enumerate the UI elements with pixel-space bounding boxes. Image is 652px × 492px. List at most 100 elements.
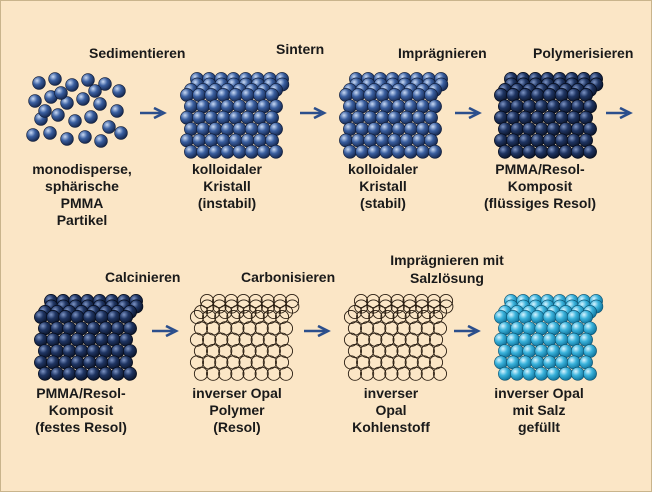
sphere bbox=[397, 367, 410, 380]
sphere bbox=[55, 87, 68, 100]
sphere bbox=[221, 145, 234, 158]
figure-pmma-resol-composite-solid bbox=[31, 293, 131, 369]
stage-caption-line: inverser bbox=[331, 385, 451, 402]
sphere bbox=[103, 121, 116, 134]
stage-caption-line: Opal bbox=[331, 402, 451, 419]
step-label-polymerisieren: Polymerisieren bbox=[533, 45, 633, 61]
sphere bbox=[356, 145, 369, 158]
arrow-right-icon bbox=[299, 107, 329, 119]
stage-caption-line: (Resol) bbox=[177, 419, 297, 436]
step-label-line: Salzlösung bbox=[387, 269, 507, 287]
figure-colloidal-crystal-unstable bbox=[177, 71, 277, 147]
sphere bbox=[231, 367, 244, 380]
sphere bbox=[66, 79, 79, 92]
figure-inverse-opal-polymer bbox=[187, 293, 287, 369]
stage-caption-line: (stabil) bbox=[323, 195, 443, 212]
sphere bbox=[115, 127, 128, 140]
sphere bbox=[421, 367, 434, 380]
stage-caption: PMMA/Resol-Komposit(festes Resol) bbox=[21, 385, 141, 436]
sphere bbox=[547, 367, 560, 380]
sphere bbox=[523, 367, 536, 380]
stage-caption-line: sphärische bbox=[17, 178, 147, 195]
figure-pmma-resol-composite-liquid bbox=[491, 71, 591, 147]
sphere bbox=[380, 145, 393, 158]
sphere bbox=[348, 367, 361, 380]
sphere bbox=[197, 145, 210, 158]
sphere bbox=[51, 367, 64, 380]
arrow-right-icon bbox=[605, 107, 635, 119]
sphere bbox=[94, 98, 107, 111]
stage-caption-line: Kristall bbox=[323, 178, 443, 195]
sphere bbox=[184, 145, 197, 158]
sphere bbox=[27, 129, 40, 142]
sphere bbox=[209, 145, 222, 158]
sphere bbox=[75, 367, 88, 380]
sphere bbox=[571, 367, 584, 380]
stage-caption-line: PMMA bbox=[17, 195, 147, 212]
sphere bbox=[559, 367, 572, 380]
sphere bbox=[39, 105, 52, 118]
sphere bbox=[79, 131, 92, 144]
stage-caption-line: Kohlenstoff bbox=[331, 419, 451, 436]
sphere bbox=[343, 145, 356, 158]
stage-caption-line: kolloidaler bbox=[167, 161, 287, 178]
step-label-carbonisieren: Carbonisieren bbox=[241, 269, 335, 285]
sphere bbox=[385, 367, 398, 380]
sphere bbox=[111, 367, 124, 380]
stage-caption-line: Kristall bbox=[167, 178, 287, 195]
arrow-right-icon bbox=[454, 107, 484, 119]
sphere bbox=[89, 85, 102, 98]
sphere bbox=[523, 145, 536, 158]
sphere bbox=[207, 367, 220, 380]
sphere bbox=[409, 367, 422, 380]
sphere bbox=[392, 145, 405, 158]
stage-caption-line: gefüllt bbox=[479, 419, 599, 436]
step-label-calcinieren: Calcinieren bbox=[105, 269, 180, 285]
sphere bbox=[267, 367, 280, 380]
sphere bbox=[233, 145, 246, 158]
sphere bbox=[61, 133, 74, 146]
arrow-right-icon bbox=[139, 107, 169, 119]
stage-caption: kolloidalerKristall(stabil) bbox=[323, 161, 443, 212]
sphere bbox=[38, 367, 51, 380]
arrow-right-icon bbox=[151, 325, 181, 337]
sphere bbox=[111, 105, 124, 118]
sphere bbox=[219, 367, 232, 380]
sphere bbox=[498, 145, 511, 158]
step-label-line: Imprägnieren mit bbox=[387, 251, 507, 269]
sphere bbox=[44, 127, 57, 140]
stage-caption: kolloidalerKristall(instabil) bbox=[167, 161, 287, 212]
sphere bbox=[416, 145, 429, 158]
stage-caption-line: mit Salz bbox=[479, 402, 599, 419]
sphere bbox=[583, 145, 596, 158]
sphere bbox=[433, 367, 446, 380]
stage-caption-line: kolloidaler bbox=[323, 161, 443, 178]
sphere bbox=[63, 367, 76, 380]
sphere bbox=[279, 367, 292, 380]
sphere bbox=[498, 367, 511, 380]
sphere bbox=[85, 111, 98, 124]
arrow-right-icon bbox=[303, 325, 333, 337]
figure-inverse-opal-salt-filled bbox=[491, 293, 591, 369]
sphere bbox=[583, 367, 596, 380]
stage-caption-line: Komposit bbox=[465, 178, 615, 195]
sphere bbox=[428, 145, 441, 158]
sphere bbox=[511, 145, 524, 158]
stage-caption-line: Partikel bbox=[17, 212, 147, 229]
sphere bbox=[535, 145, 548, 158]
step-label-sintern: Sintern bbox=[276, 41, 324, 57]
sphere bbox=[245, 145, 258, 158]
stage-caption: PMMA/Resol-Komposit(flüssiges Resol) bbox=[465, 161, 615, 212]
sphere bbox=[547, 145, 560, 158]
sphere bbox=[269, 145, 282, 158]
stage-caption-line: Komposit bbox=[21, 402, 141, 419]
sphere bbox=[87, 367, 100, 380]
sphere bbox=[113, 85, 126, 98]
sphere bbox=[571, 145, 584, 158]
arrow-right-icon bbox=[453, 325, 483, 337]
step-label-impraegnieren-salz: Imprägnieren mit Salzlösung bbox=[387, 251, 507, 287]
